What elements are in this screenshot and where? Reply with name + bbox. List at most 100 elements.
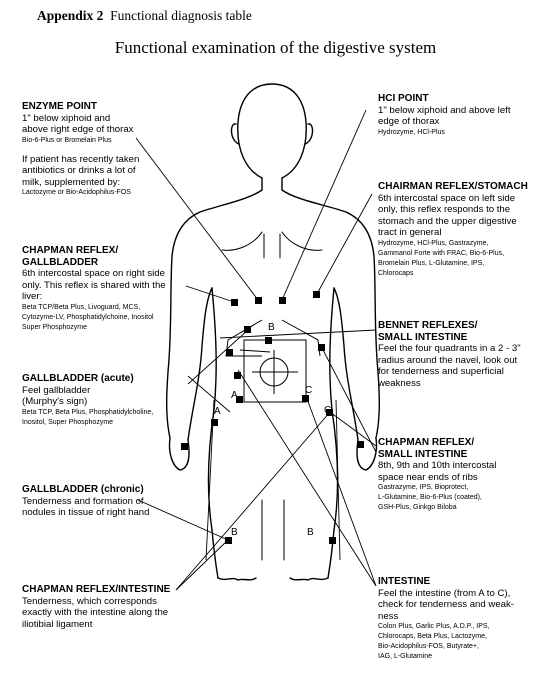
chairman-text-4: tract in general [378, 227, 442, 238]
thighs [211, 529, 335, 579]
intestine-line-right [205, 399, 215, 561]
chapman-gb-heading-1: CHAPMAN REFLEX/ [22, 245, 119, 256]
gallbladder-chronic-block: GALLBLADDER (chronic) Tenderness and for… [22, 484, 202, 519]
bennet-heading-1: BENNET REFLEXES/ [378, 320, 478, 331]
thigh-right-marker [225, 537, 232, 544]
enzyme-note-1: If patient has recently taken [22, 153, 140, 165]
chapman-left-marker [326, 409, 333, 416]
appendix-title: Functional diagnosis table [110, 8, 252, 23]
gb-chronic-text-1: Tenderness and formation of [22, 495, 144, 507]
hcl-point-marker [279, 297, 286, 304]
inner-legs [261, 499, 285, 561]
chapman-int-text-1: Tenderness, which corresponds [22, 595, 157, 607]
chairman-text-3: stomach and the upper digestive [378, 215, 517, 227]
enzyme-point-text-1: 1" below xiphoid and [22, 112, 111, 124]
enzyme-point-marker [255, 297, 262, 304]
enzyme-point-heading: ENZYME POINT [22, 101, 98, 112]
intestine-text-1: Feel the intestine (from A to C), [378, 587, 511, 599]
pointer-chapman-int-r [175, 539, 229, 591]
chapman-gb-supp-2: Cytozyme-LV, Phosphatidylchoine, Inosito… [22, 313, 154, 321]
gb-chronic-text-2: nodules in tissue of right hand [22, 507, 150, 518]
pointer-chapman-si [329, 411, 377, 447]
left-shoulder-arm [281, 177, 381, 439]
right-hand-marker [181, 443, 188, 450]
pointer-bennet [219, 329, 377, 339]
pointer-chapman-int-l [175, 411, 331, 591]
head-outline [237, 83, 307, 179]
intestine-c-marker [302, 395, 309, 402]
bennet-text-3: for tenderness and superficial [378, 366, 504, 377]
gallbladder-marker [244, 326, 251, 333]
chapman-si-heading-2: SMALL INTESTINE [378, 448, 468, 460]
chairman-marker [313, 291, 320, 298]
label-b-right: B [307, 527, 314, 538]
enzyme-note-3: milk, supplemented by: [22, 176, 121, 188]
right-inner-arm [187, 287, 213, 441]
chapman-int-text-3: iliotibial ligament [22, 618, 93, 630]
left-ear [304, 123, 314, 145]
label-b-left: B [231, 527, 238, 538]
pointer-chapman-si-2 [321, 347, 377, 453]
chapman-si-supp-3: GSH-Plus, Ginkgo Biloba [378, 504, 457, 511]
page-title: Functional examination of the digestive … [114, 38, 437, 57]
chapman-int-text-2: exactly with the intestine along the [22, 607, 169, 618]
intestine-heading: INTESTINE [378, 576, 431, 587]
bennet-text-1: Feel the four quadrants in a 2 - 3" [378, 343, 521, 354]
right-ear [230, 123, 240, 145]
enzyme-point-block: ENZYME POINT 1" below xiphoid and above … [22, 101, 222, 198]
enzyme-note-2: antibiotics or drinks a lot of [22, 165, 136, 176]
lower-right-marker [236, 396, 243, 403]
intestine-text-2: check for tenderness and weak- [378, 599, 514, 610]
intestine-a-marker [234, 372, 241, 379]
chapman-si-text-2: space near ends of ribs [378, 471, 478, 483]
reflex-points [181, 291, 364, 544]
intestine-block: INTESTINE Feel the intestine (from A to … [378, 576, 548, 662]
intestine-supp-3: Bio-Acidophilus-FOS, Butyrate+, [378, 643, 479, 650]
chapman-gb-text-1: 6th intercostal space on right side [22, 268, 165, 279]
intestine-supp-1: Colon Plus, Garlic Plus, A.D.P., IPS, [378, 623, 490, 630]
chairman-supp-4: Chlorocaps [378, 269, 414, 277]
intestine-line-left [335, 399, 341, 561]
gb-acute-text-2: (Murphy's sign) [22, 396, 88, 407]
right-knee [217, 577, 257, 581]
gb-acute-text-1: Feel gallbladder [22, 384, 91, 396]
diag-line-1 [239, 349, 271, 353]
pointer-chapman-gb [185, 285, 235, 303]
chapman-gb-text-2: only. This reflex is shared with the [22, 279, 166, 291]
label-c-lower: C [324, 405, 331, 416]
bennet-text-2: radius around the navel, look out [378, 354, 518, 366]
chairman-text-2: only, this reflex responds to the [378, 204, 511, 215]
label-b-top: B [268, 322, 275, 333]
gb-acute-supp-2: Inositol, Super Phosphozyme [22, 418, 114, 426]
chapman-si-text-1: 8th, 9th and 10th intercostal [378, 460, 497, 471]
chapman-gb-marker [231, 299, 238, 306]
pointer-lines [135, 109, 377, 591]
right-shoulder-arm [165, 177, 263, 439]
chapman-gallbladder-block: CHAPMAN REFLEX/ GALLBLADDER 6th intercos… [22, 245, 212, 333]
appendix-heading: Appendix 2 Functional diagnosis table [37, 8, 252, 24]
right-hand [168, 437, 190, 471]
left-knee [289, 577, 329, 581]
chapman-small-intestine-block: CHAPMAN REFLEX/ SMALL INTESTINE 8th, 9th… [378, 437, 548, 513]
chapman-si-supp-2: L-Glutamine, Bio-6-Plus (coated), [378, 494, 482, 501]
hcl-text-2: edge of thorax [378, 116, 440, 127]
chapman-si-supp-1: Gastrazyme, IPS, Bioprotect, [378, 484, 469, 491]
enzyme-note-supplements: Lactozyme or Bio-Acidophilus-FOS [22, 189, 131, 196]
pointer-hcl [281, 109, 367, 301]
upper-quadrant-marker [265, 337, 272, 344]
pointer-intestine-c [305, 395, 377, 587]
pectorals [221, 231, 323, 251]
label-a-lower: A [214, 406, 221, 417]
pointer-gb-chronic [137, 499, 229, 541]
hcl-point-block: HCI POINT 1" below xiphoid and above lef… [378, 93, 548, 138]
pointer-intestine-a [237, 369, 377, 587]
enzyme-point-text-2: above right edge of thorax [22, 124, 134, 135]
chapman-gb-heading-2: GALLBLADDER [22, 256, 99, 268]
sternum [263, 233, 281, 259]
bennet-text-4: weakness [378, 377, 421, 389]
left-hand-marker [357, 441, 364, 448]
bennet-reflexes-block: BENNET REFLEXES/ SMALL INTESTINE Feel th… [378, 320, 548, 389]
enzyme-point-supplements: Bio-6-Plus or Bromelain Plus [22, 136, 112, 144]
chairman-supp-2: Gammanol Forte with FRAC, Bio-6-Plus, [378, 249, 505, 257]
intestine-supp-2: Chlorocaps, Beta Plus, Lactozyme, [378, 633, 487, 640]
